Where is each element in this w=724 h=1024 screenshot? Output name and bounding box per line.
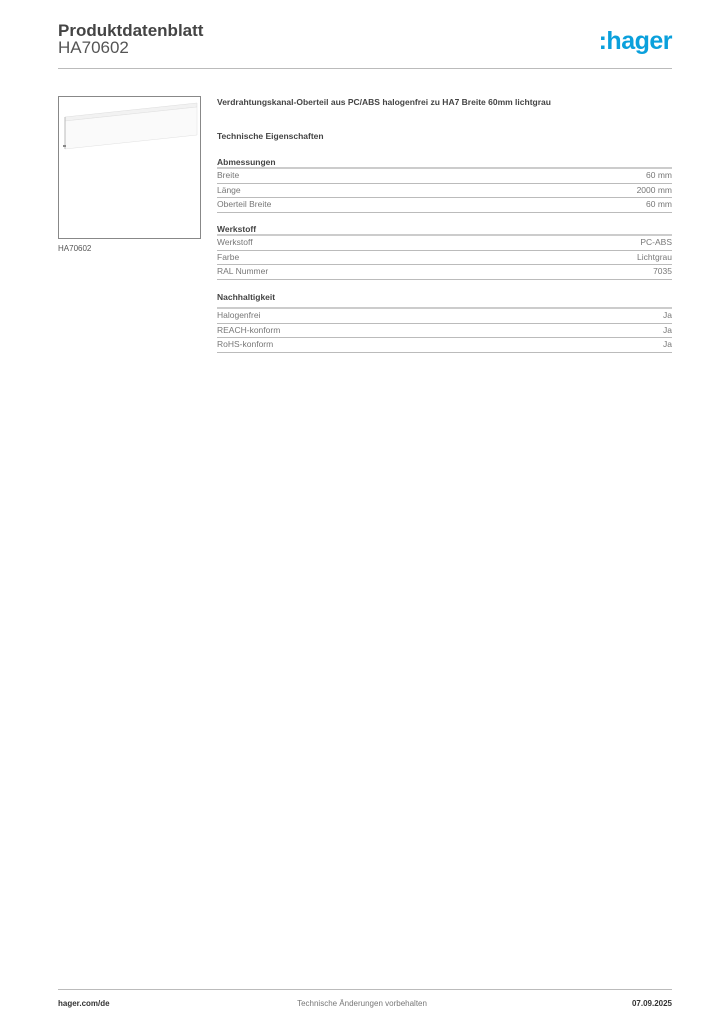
table-row: Länge 2000 mm xyxy=(217,184,672,198)
product-description: Verdrahtungskanal-Oberteil aus PC/ABS ha… xyxy=(217,97,551,107)
table-row: Farbe Lichtgrau xyxy=(217,251,672,265)
table-row: Halogenfrei Ja xyxy=(217,309,672,324)
section-heading: Abmessungen xyxy=(217,157,672,169)
footer-website-link[interactable]: hager.com/de xyxy=(58,999,110,1008)
row-label: Farbe xyxy=(217,251,240,262)
row-value: PC-ABS xyxy=(640,237,672,247)
table-row: Oberteil Breite 60 mm xyxy=(217,198,672,213)
row-value: Ja xyxy=(663,310,672,320)
product-code: HA70602 xyxy=(58,38,129,57)
row-label: RAL Nummer xyxy=(217,266,269,276)
table-row: REACH-konform Ja xyxy=(217,324,672,338)
page-title: Produktdatenblatt xyxy=(58,21,204,40)
header-divider xyxy=(58,68,672,69)
row-label: RoHS-konform xyxy=(217,339,274,349)
row-label: Länge xyxy=(217,184,241,195)
section-heading: Werkstoff xyxy=(217,224,672,236)
row-label: Breite xyxy=(217,170,240,180)
table-row: Werkstoff PC-ABS xyxy=(217,236,672,251)
footer-divider xyxy=(58,989,672,990)
hager-logo: :hager xyxy=(598,27,673,55)
image-caption: HA70602 xyxy=(58,244,92,253)
row-label: Werkstoff xyxy=(217,237,253,247)
row-value: Lichtgrau xyxy=(637,251,672,262)
row-label: Oberteil Breite xyxy=(217,199,272,209)
row-value: 60 mm xyxy=(646,170,672,180)
section-title: Technische Eigenschaften xyxy=(217,131,324,141)
row-label: REACH-konform xyxy=(217,324,281,335)
row-value: 2000 mm xyxy=(636,184,672,195)
table-row: RoHS-konform Ja xyxy=(217,338,672,353)
row-value: 7035 xyxy=(653,266,672,276)
table-row: Breite 60 mm xyxy=(217,169,672,184)
section-heading: Nachhaltigkeit xyxy=(217,292,672,309)
footer-notice: Technische Änderungen vorbehalten xyxy=(297,999,427,1008)
product-image xyxy=(58,96,201,239)
footer-date: 07.09.2025 xyxy=(631,999,672,1008)
row-value: Ja xyxy=(663,324,672,335)
row-value: Ja xyxy=(663,339,672,349)
section-abmessungen: Abmessungen Breite 60 mm Länge 2000 mm Obe… xyxy=(217,157,672,213)
cable-duct-cover-illustration xyxy=(63,102,198,150)
row-value: 60 mm xyxy=(646,199,672,209)
table-row: RAL Nummer 7035 xyxy=(217,265,672,280)
row-label: Halogenfrei xyxy=(217,310,261,320)
